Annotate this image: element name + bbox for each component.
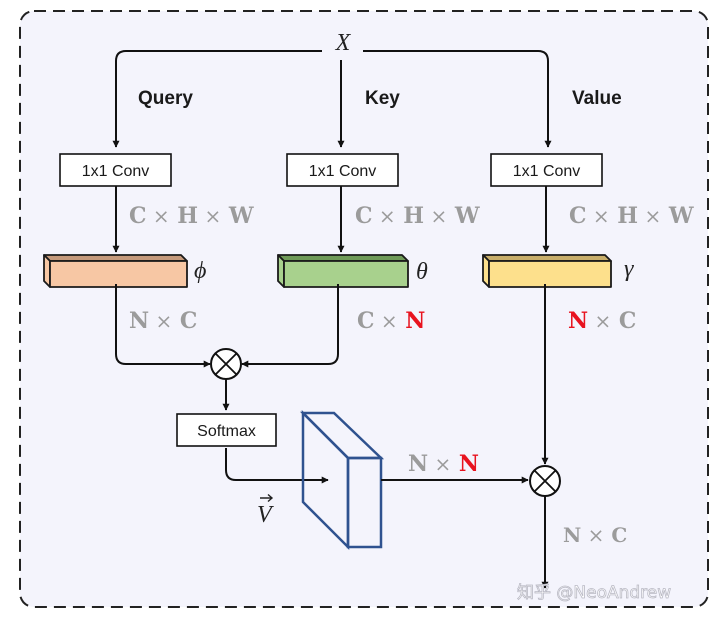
line-x-to-query [112, 50, 322, 148]
dim-part: × [424, 204, 447, 228]
dim-part: N [451, 451, 479, 477]
dim-part: H [396, 203, 424, 229]
softmax-label: Softmax [197, 423, 256, 440]
dim-part: × [149, 309, 172, 333]
dim-part: N [129, 308, 149, 334]
feature-bar-phi [43, 254, 188, 288]
dim-part: × [638, 204, 661, 228]
out-dims-key: C × N [357, 308, 425, 334]
dim-part: C [357, 308, 375, 334]
attention-vector-label: V [257, 493, 274, 528]
conv-label-value: 1x1 Conv [513, 163, 581, 180]
conv-box-value: 1x1 Conv [490, 153, 603, 187]
dim-part: × [428, 452, 451, 476]
softmax-box: Softmax [176, 413, 277, 447]
symbol-gamma: γ [624, 256, 634, 282]
conv-label-key: 1x1 Conv [309, 163, 377, 180]
dim-part: × [587, 204, 610, 228]
dim-part: × [375, 309, 398, 333]
dim-part: × [373, 204, 396, 228]
conv-dims-value: C × H × W [569, 203, 694, 229]
branch-label-key: Key [365, 88, 400, 109]
line-x-to-value [363, 50, 552, 148]
conv-dims-key: C × H × W [355, 203, 480, 229]
dim-part: × [147, 204, 170, 228]
dim-part: C [604, 523, 627, 547]
dim-part: × [588, 309, 611, 333]
conv-box-query: 1x1 Conv [59, 153, 172, 187]
dim-part: N [398, 308, 426, 334]
conv-label-query: 1x1 Conv [82, 163, 150, 180]
conv-box-key: 1x1 Conv [286, 153, 399, 187]
dim-part: N [568, 308, 588, 334]
line-theta-to-multiply [241, 284, 339, 368]
feature-bar-gamma [482, 254, 612, 288]
conv-dims-query: C × H × W [129, 203, 254, 229]
dim-part: N [563, 523, 581, 547]
input-label-x: X [335, 30, 352, 56]
line-phi-to-multiply [115, 284, 211, 368]
dim-part: H [170, 203, 198, 229]
symbol-phi: ϕ [194, 258, 206, 284]
attention-dims: N × N [408, 451, 479, 477]
output-dims: N × C [563, 523, 627, 547]
feature-bar-front [49, 260, 188, 288]
dim-part: W [661, 203, 694, 229]
branch-label-query: Query [138, 88, 193, 109]
svg-text:V: V [257, 502, 274, 528]
dim-part: H [610, 203, 638, 229]
out-dims-query: N × C [129, 308, 197, 334]
feature-bar-front [283, 260, 409, 288]
dim-part: C [355, 203, 373, 229]
multiply-operator-2 [529, 465, 561, 497]
dim-part: W [447, 203, 480, 229]
out-dims-value: N × C [568, 308, 636, 334]
branch-label-value: Value [572, 88, 622, 109]
watermark: 知乎 @NeoAndrew [517, 583, 671, 603]
multiply-operator-1 [210, 348, 242, 380]
dim-part: W [221, 203, 254, 229]
dim-part: C [129, 203, 147, 229]
dim-part: × [581, 523, 604, 547]
symbol-theta: θ [416, 259, 428, 285]
feature-bar-front [488, 260, 612, 288]
dim-part: N [408, 451, 428, 477]
line-softmax-to-attention [225, 448, 329, 484]
dim-part: C [172, 308, 197, 334]
attention-map [299, 409, 385, 551]
dim-part: C [569, 203, 587, 229]
dim-part: C [611, 308, 636, 334]
dim-part: × [198, 204, 221, 228]
feature-bar-theta [277, 254, 409, 288]
